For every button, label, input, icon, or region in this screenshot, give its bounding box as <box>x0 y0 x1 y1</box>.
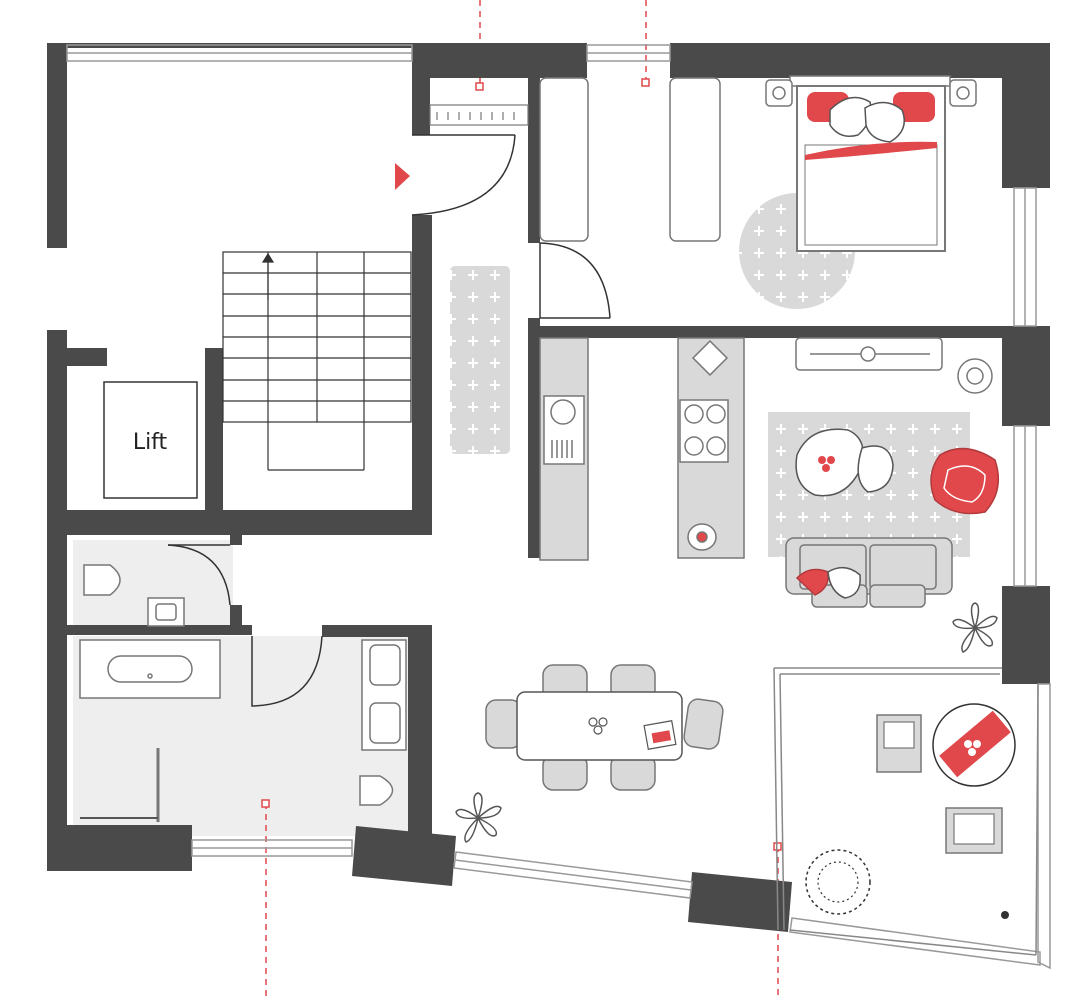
lift: Lift <box>103 381 198 499</box>
bedroom-door <box>539 242 611 319</box>
kitchen-island <box>677 337 745 559</box>
balcony-furniture <box>805 703 1016 919</box>
guest-wc <box>83 544 231 627</box>
hallway-runner <box>450 266 510 454</box>
walls <box>47 43 1050 932</box>
section-markers <box>261 78 782 851</box>
balcony <box>773 667 1039 956</box>
tv-unit <box>795 337 993 394</box>
plant-icon <box>455 792 502 843</box>
bathroom <box>79 635 407 822</box>
sofa <box>785 537 953 608</box>
coffee-table <box>795 428 894 497</box>
wardrobe <box>429 104 529 126</box>
dining-table <box>485 664 724 791</box>
staircase <box>222 251 412 471</box>
double-bed <box>765 75 977 252</box>
plant-icon <box>952 602 998 653</box>
bedroom-cupboards <box>539 77 721 242</box>
windows <box>66 44 1051 970</box>
kitchen-counter <box>539 337 589 561</box>
lift-label: Lift <box>133 430 168 455</box>
armchair-red <box>930 447 1000 515</box>
entry-arrow-icon <box>395 163 410 190</box>
entrance-door <box>395 134 516 216</box>
flower-vase-icon <box>818 456 835 472</box>
